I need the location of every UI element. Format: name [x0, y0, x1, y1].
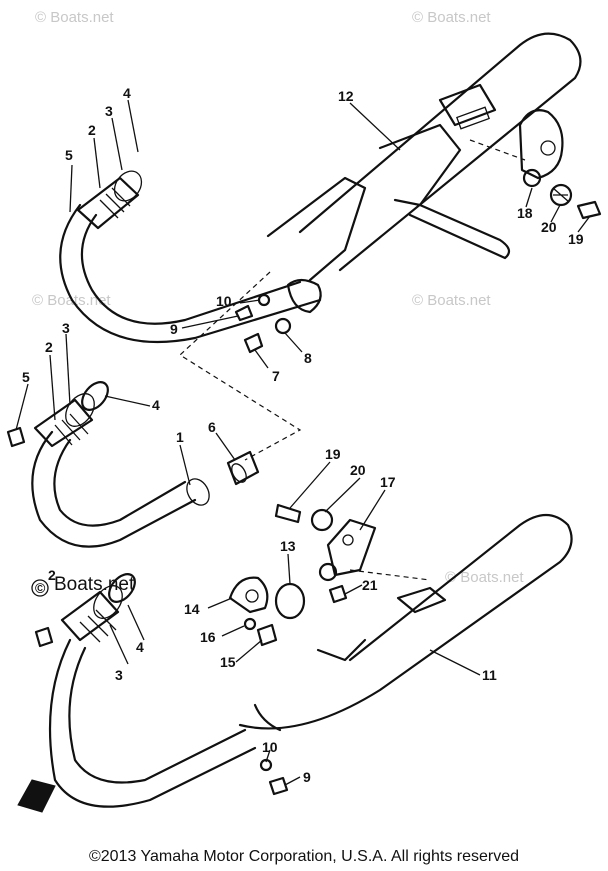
- exhaust-pipe-lower: [48, 585, 257, 808]
- callout-1: 1: [176, 429, 184, 445]
- callout-2-lower: 2: [48, 567, 56, 583]
- washer-10-upper: [257, 293, 271, 307]
- nut-5-lower: [34, 626, 54, 648]
- bracket-17: [318, 518, 377, 582]
- damper-20-lower: [310, 508, 334, 532]
- callout-6: 6: [208, 419, 216, 435]
- muffler-upper: [266, 32, 582, 314]
- copyright-notice: ©2013 Yamaha Motor Corporation, U.S.A. A…: [88, 848, 520, 865]
- nut-8: [274, 317, 292, 335]
- callout-19-top: 19: [568, 231, 584, 247]
- callout-3-lower: 3: [115, 667, 123, 683]
- watermark-top-right: © Boats.net: [412, 9, 491, 26]
- callout-2-mid: 2: [45, 339, 53, 355]
- callout-12: 12: [338, 88, 354, 104]
- callout-3-top: 3: [105, 103, 113, 119]
- bracket-upper: [518, 109, 564, 188]
- svg-text:Boats.net: Boats.net: [54, 574, 135, 595]
- svg-text:©: ©: [35, 580, 46, 596]
- exploded-parts-diagram: © Boats.net © Boats.net © Boats.net © Bo…: [6, 9, 602, 813]
- bolt-19-lower: [274, 503, 302, 524]
- bolt-upper: [576, 200, 602, 220]
- callout-20-lower: 20: [350, 462, 366, 478]
- washer-16: [243, 617, 257, 631]
- callout-5-mid: 5: [22, 369, 30, 385]
- callout-3-mid: 3: [62, 320, 70, 336]
- watermark-prominent: © Boats.net: [31, 574, 135, 597]
- callout-10-lower: 10: [262, 739, 278, 755]
- leader-lines: [15, 99, 591, 786]
- sleeve-13: [274, 582, 306, 620]
- callout-9-lower: 9: [303, 769, 311, 785]
- callout-19-lower: 19: [325, 446, 341, 462]
- callout-11: 11: [482, 667, 497, 683]
- callout-13: 13: [280, 538, 296, 554]
- muffler-lower: [238, 513, 573, 732]
- bolt-7: [243, 332, 264, 354]
- callout-9-top: 9: [170, 321, 178, 337]
- fwd-arrow-icon: [17, 779, 56, 813]
- callout-labels: 4 3 2 5 12 18 20 19 10 9 7 8 3 2 5 4 6 1…: [22, 85, 584, 785]
- callout-5-top: 5: [65, 147, 73, 163]
- sleeve-6: [226, 450, 260, 486]
- damper-upper: [549, 183, 573, 207]
- callout-17: 17: [380, 474, 396, 490]
- callout-16: 16: [200, 629, 216, 645]
- callout-4-mid: 4: [152, 397, 160, 413]
- watermark-top-left: © Boats.net: [35, 9, 114, 26]
- gasket-4-middle: [81, 381, 109, 411]
- callout-21: 21: [362, 577, 378, 593]
- callout-8: 8: [304, 350, 312, 366]
- callout-4-top: 4: [123, 85, 131, 101]
- watermark-mid-right: © Boats.net: [412, 292, 491, 309]
- callout-4-lower: 4: [136, 639, 144, 655]
- callout-7: 7: [272, 368, 280, 384]
- watermark-lower-right: © Boats.net: [445, 569, 524, 586]
- clamp-14: [228, 576, 269, 614]
- screw-9-lower: [268, 776, 289, 796]
- callout-18: 18: [517, 205, 533, 221]
- exhaust-pipe-middle: [31, 393, 210, 548]
- screw-9-upper: [234, 304, 254, 322]
- callout-2-top: 2: [88, 122, 96, 138]
- callout-20-top: 20: [541, 219, 557, 235]
- nut-5-middle: [6, 426, 26, 448]
- bolt-15: [256, 623, 278, 647]
- exhaust-pipe-upper: [59, 170, 322, 344]
- callout-14: 14: [184, 601, 200, 617]
- callout-10-top: 10: [216, 293, 232, 309]
- callout-15: 15: [220, 654, 236, 670]
- collar-21: [328, 584, 348, 604]
- gasket-4-lower: [108, 573, 136, 603]
